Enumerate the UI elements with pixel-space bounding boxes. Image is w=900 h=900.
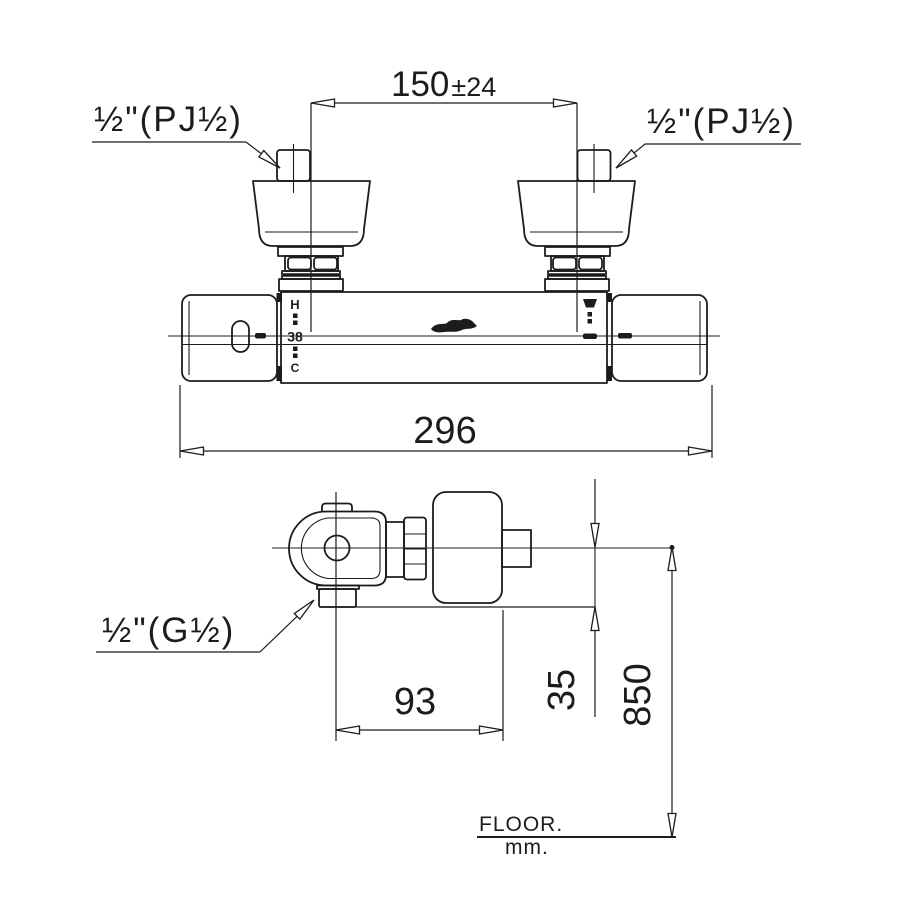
escutcheon-cup — [252, 180, 371, 247]
inlet-left-label: ½"(PJ½) — [94, 100, 243, 139]
knob-gap-mark — [276, 293, 282, 302]
inlet-assembly-right — [517, 144, 636, 292]
hex-facet — [578, 256, 603, 271]
scale-dot — [293, 313, 298, 318]
scale-dot — [293, 353, 298, 358]
side-view: ½"(G½) 93 35 850 FLOOR. mm. — [96, 479, 677, 859]
valve-head-inner-line — [300, 517, 381, 580]
hex-facet — [313, 256, 338, 271]
floor-reference: FLOOR. mm. — [477, 813, 676, 859]
temperature-scale: H 38 C — [287, 297, 303, 375]
callout-inlet-right: ½"(PJ½) — [615, 102, 801, 169]
body-width-text: 296 — [413, 410, 476, 452]
outlet-label: ½"(G½) — [102, 611, 235, 650]
top-tab — [321, 502, 353, 512]
callout-inlet-left: ½"(PJ½) — [92, 100, 281, 169]
mounting-height-text: 850 — [617, 663, 659, 726]
temp-set-label: 38 — [287, 329, 303, 345]
valve-head-side — [288, 502, 387, 608]
hex-facet — [552, 256, 577, 271]
temp-cold-label: C — [291, 361, 300, 375]
wall-spacing-value: 150 — [391, 65, 449, 104]
knob-pointer-left — [255, 333, 266, 339]
coupling-sleeve — [385, 521, 405, 578]
outlet-offset-text: 35 — [541, 669, 583, 711]
wall-spacing-tolerance: ±24 — [451, 72, 496, 102]
mixer-body: H 38 C — [168, 291, 720, 384]
knob-gap-mark — [276, 366, 282, 381]
callout-outlet: ½"(G½) — [96, 599, 315, 653]
knob-grip-oval — [231, 320, 250, 353]
front-view: 150±24 ½"(PJ½) ½"(PJ½) — [92, 65, 801, 458]
scale-dot — [587, 312, 592, 317]
inlet-assembly-left — [252, 144, 371, 292]
body-bar — [280, 291, 608, 384]
escutcheon-cup — [517, 180, 636, 247]
scale-dot — [293, 346, 298, 351]
leader-arrow — [245, 141, 281, 169]
knob-gap-mark — [606, 366, 612, 381]
temperature-knob — [181, 294, 278, 382]
scale-dash — [583, 333, 597, 339]
flange-base — [544, 278, 610, 292]
leader-arrow — [259, 599, 315, 653]
shower-icon — [583, 299, 597, 308]
flow-scale — [583, 299, 597, 339]
knob-pointer-right — [618, 333, 632, 339]
dimension-depth: 93 — [335, 610, 504, 741]
knob-gap-mark — [606, 293, 612, 302]
hex-facet — [287, 256, 312, 271]
scale-dot — [293, 320, 298, 325]
reference-point — [669, 545, 675, 550]
flow-knob — [611, 294, 708, 382]
shower-outlet-stub — [318, 588, 357, 608]
dimension-wall-spacing-text: 150±24 — [391, 65, 496, 104]
floor-label: FLOOR. — [479, 813, 563, 836]
scale-dot — [587, 319, 592, 324]
inlet-right-label: ½"(PJ½) — [647, 102, 796, 141]
flange-base — [278, 278, 344, 292]
depth-text: 93 — [394, 681, 436, 723]
dimension-outlet-offset: 35 — [541, 479, 600, 717]
dimension-wall-spacing: 150±24 — [310, 65, 578, 332]
brand-logo — [431, 318, 477, 333]
dimension-body-width: 296 — [179, 385, 713, 458]
leader-arrow — [615, 143, 646, 169]
dimension-mounting-height: 850 — [617, 545, 677, 838]
unit-label: mm. — [505, 836, 549, 859]
temp-hot-label: H — [290, 297, 299, 312]
